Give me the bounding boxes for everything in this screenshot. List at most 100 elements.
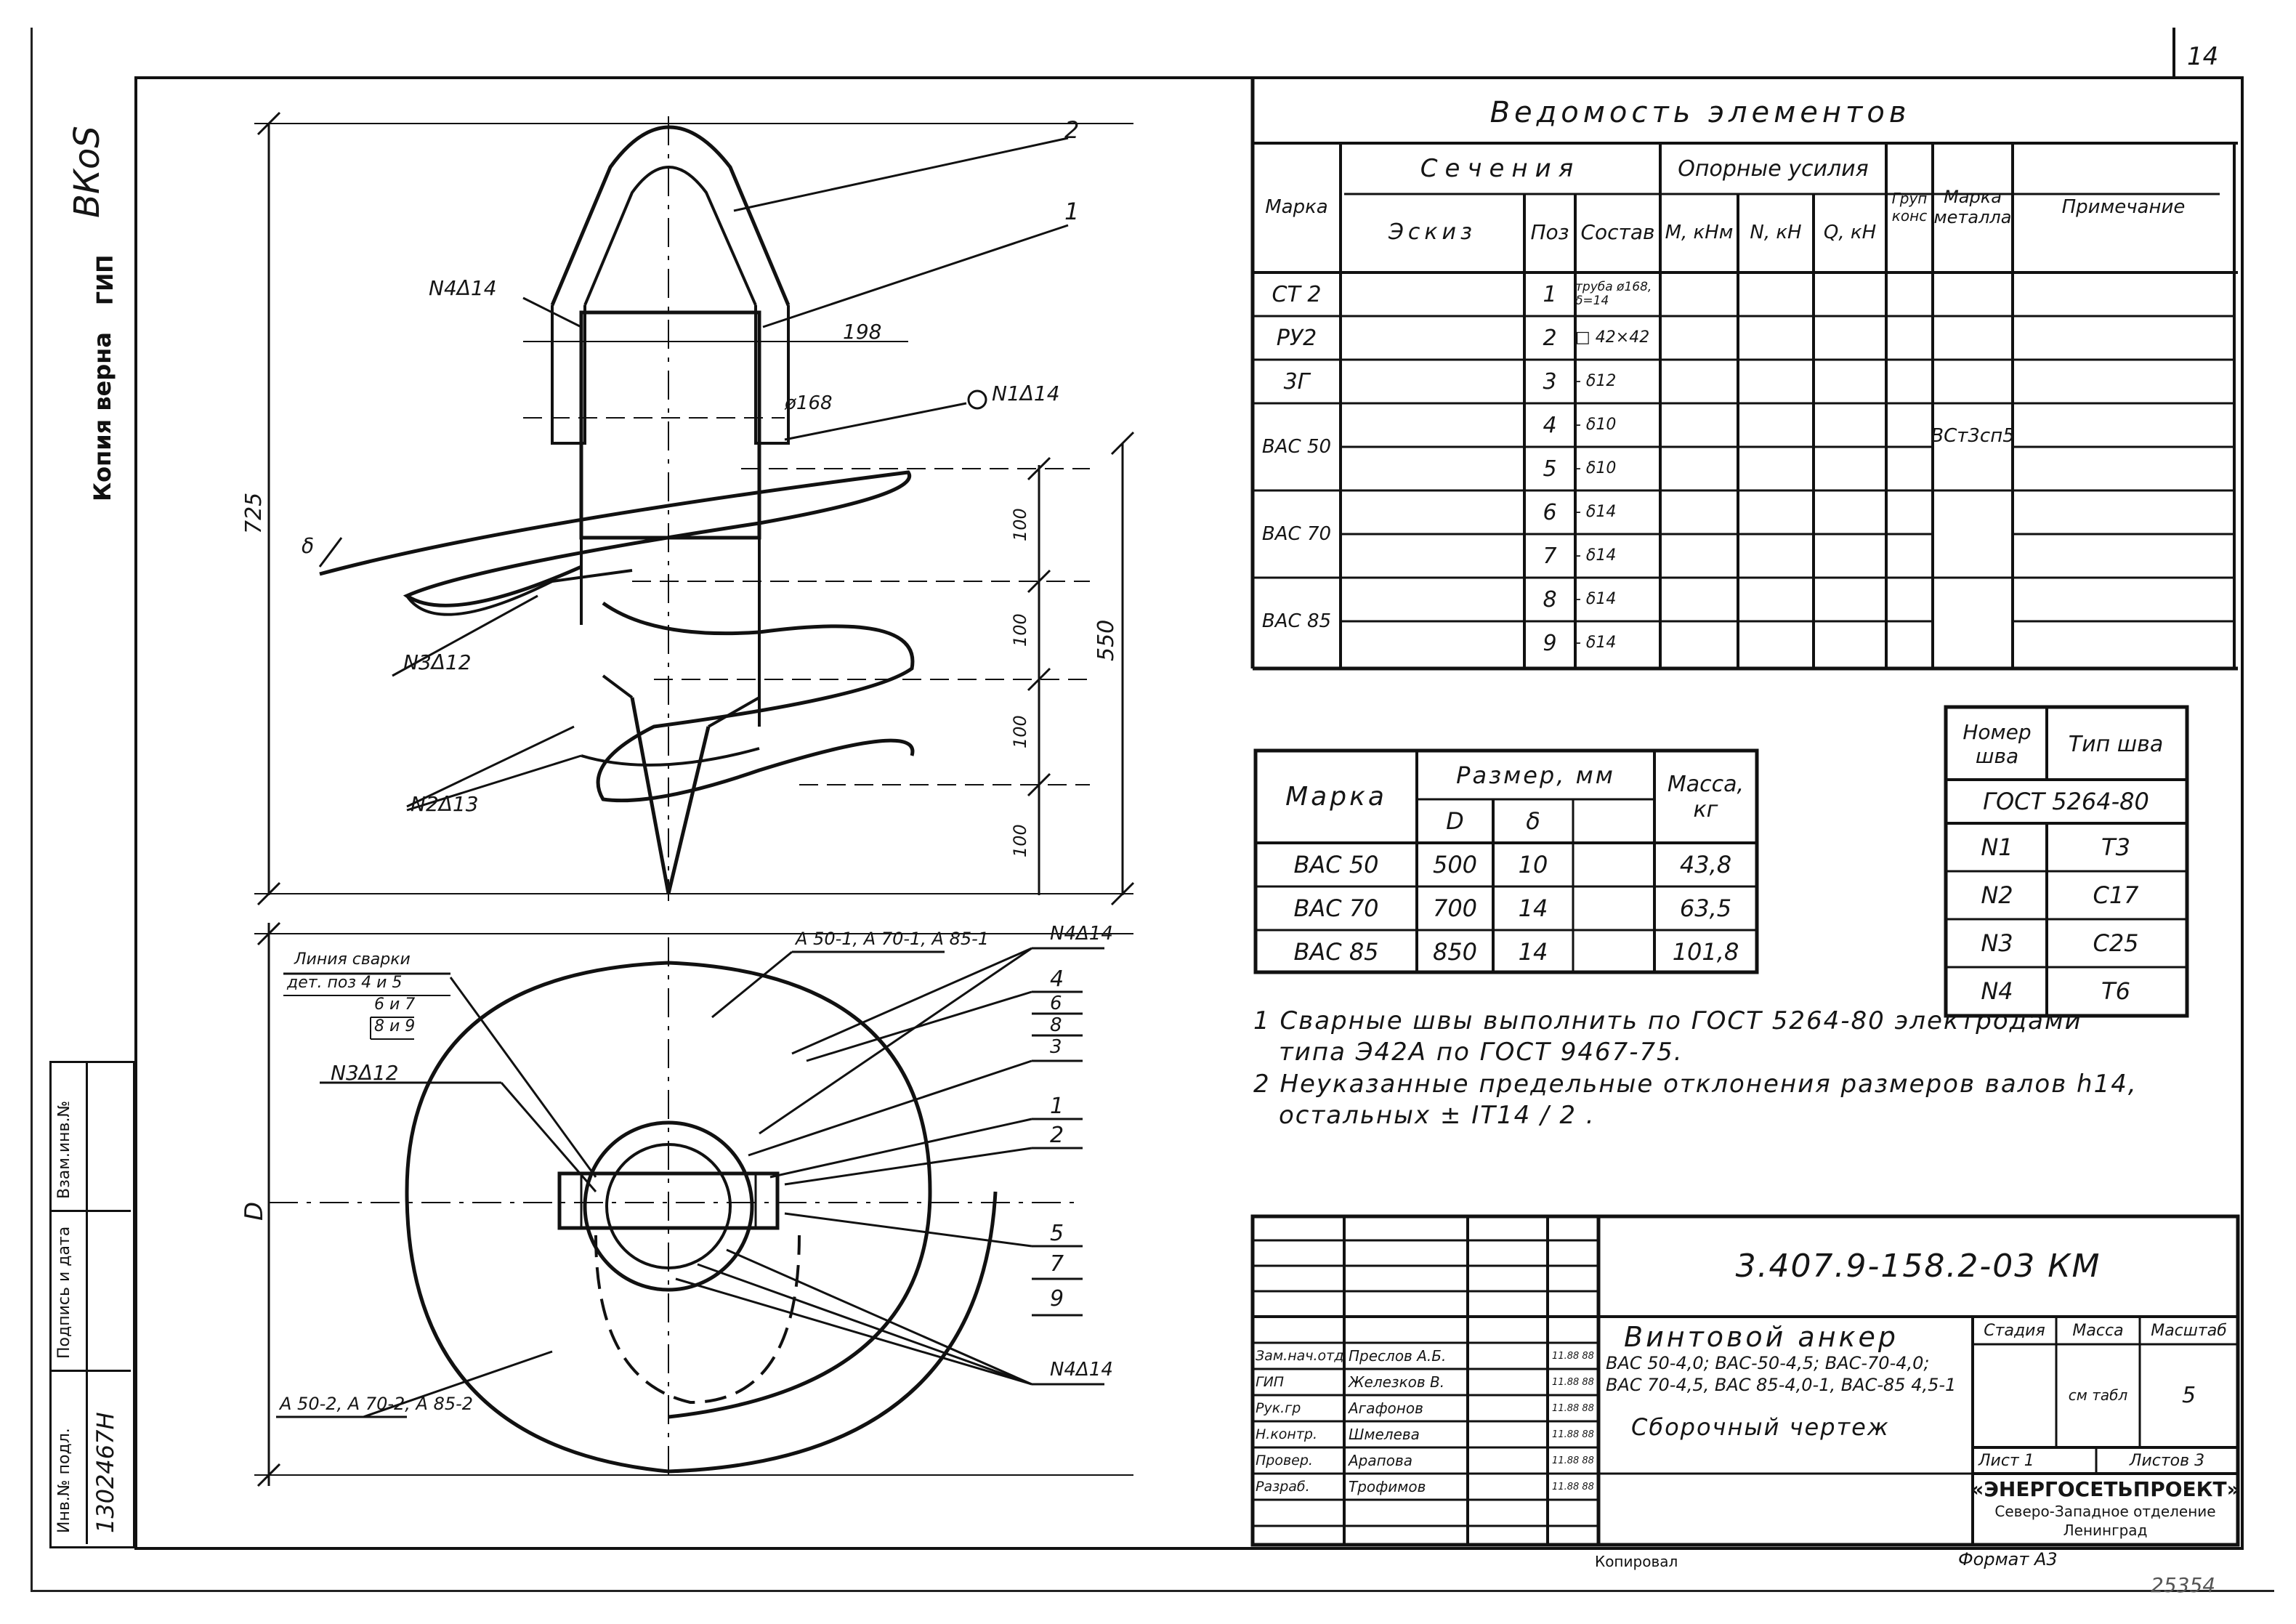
title-variants-1: ВАС 50-4,0; ВАС-50-4,5; ВАС-70-4,0;: [1606, 1353, 1930, 1373]
signer-date: 11.88 88: [1552, 1429, 1594, 1440]
element-row-pos: 2: [1543, 325, 1557, 351]
format-label: Формат А3: [1958, 1549, 2058, 1570]
element-row-pos: 9: [1543, 630, 1557, 656]
col-mark-header: Марка: [1265, 195, 1328, 218]
element-row-comp: - δ14: [1575, 502, 1617, 521]
element-row-comp: труба ø168, δ=14: [1575, 280, 1652, 308]
weld-col-type: Тип шва: [2068, 731, 2164, 757]
plan-pos-7: 7: [1050, 1251, 1064, 1277]
outer-border: [31, 28, 2274, 1592]
title-scale-value: 5: [2181, 1382, 2196, 1408]
size-row-mass: 101,8: [1672, 938, 1739, 966]
title-sheet: Лист 1: [1978, 1451, 2034, 1470]
col-note-header: Примечание: [2061, 195, 2186, 218]
weld-label-n1: N1Δ14: [992, 381, 1060, 405]
plan-pos-9: 9: [1050, 1286, 1064, 1312]
note-line-3: 2 Неуказанные предельные отклонения разм…: [1253, 1070, 2138, 1099]
title-block-grid: [1250, 1214, 2240, 1547]
plan-pos-8: 8: [1050, 1014, 1062, 1036]
note-line-4: остальных ± IT14 / 2 .: [1279, 1101, 1596, 1130]
assembly-drawing: [254, 111, 1135, 1487]
element-row-pos: 5: [1543, 456, 1557, 482]
signer-name: Трофимов: [1349, 1478, 1426, 1495]
dim-tube-dia: ø168: [785, 392, 833, 414]
mark-vas70: ВАС 70: [1261, 523, 1332, 545]
callout-2: 2: [1064, 116, 1080, 144]
col-comp-header: Состав: [1580, 220, 1655, 244]
col-pos-header: Поз: [1530, 220, 1569, 244]
copied-label: Копировал: [1595, 1553, 1678, 1570]
col-sections-header: Сечения: [1420, 154, 1581, 183]
weld-row-num: N1: [1981, 833, 2013, 861]
plan-pos-5: 5: [1050, 1221, 1064, 1246]
title-product: Винтовой анкер: [1624, 1321, 1899, 1353]
weld-row-num: N4: [1981, 977, 2013, 1005]
signer-date: 11.88 88: [1552, 1350, 1594, 1362]
welding-line-parts: дет. поз 4 и 5: [287, 974, 403, 992]
weld-row-type: С25: [2093, 929, 2139, 957]
dim-100-b: 100: [1010, 613, 1030, 647]
col-steel-header: Марка металла: [1933, 186, 2012, 227]
element-row-comp: □ 42×42: [1575, 328, 1650, 347]
welding-line-label: Линия сварки: [294, 950, 411, 969]
weld-table-grid: [1944, 705, 2189, 1018]
weld-row-type: Т6: [2101, 977, 2130, 1005]
weld-label-n3: N3Δ12: [403, 650, 472, 674]
signer-role: Рук.гр: [1256, 1400, 1301, 1416]
weld-row-num: N3: [1981, 929, 2013, 957]
col-m-header: M, кНм: [1665, 221, 1734, 243]
weld-label-n2: N2Δ13: [411, 792, 479, 816]
dim-overall-725: 725: [241, 492, 267, 534]
plan-weld-n4-top: N4Δ14: [1050, 923, 1113, 945]
left-stamp: [49, 1061, 135, 1548]
title-variants-2: ВАС 70-4,5, ВАС 85-4,0-1, ВАС-85 4,5-1: [1606, 1375, 1957, 1395]
title-mass-value: см табл: [2068, 1386, 2128, 1404]
plan-bottom-callout: А 50-2, А 70-2, А 85-2: [280, 1394, 474, 1414]
weld-gost: ГОСТ 5264-80: [1983, 788, 2149, 815]
title-org: «ЭНЕРГОСЕТЬПРОЕКТ»: [1970, 1476, 2240, 1501]
dim-100-c: 100: [1010, 715, 1030, 748]
size-row-d: 700: [1432, 894, 1478, 922]
signer-name: Преслов А.Б.: [1349, 1347, 1447, 1365]
col-forces-header: Опорные усилия: [1678, 155, 1869, 182]
signer-date: 11.88 88: [1552, 1481, 1594, 1492]
weld-row-num: N2: [1981, 881, 2013, 909]
element-row-pos: 4: [1543, 412, 1557, 438]
dim-100-a: 100: [1010, 508, 1030, 541]
weld-pair-6-7: 6 и 7: [374, 995, 416, 1014]
size-row-delta: 10: [1518, 851, 1548, 878]
plan-dim-d: D: [240, 1201, 269, 1221]
size-row-mark: ВАС 50: [1293, 851, 1379, 878]
signer-role: ГИП: [1256, 1374, 1285, 1390]
element-row-pos: 7: [1543, 543, 1557, 569]
mark-ru2: РУ2: [1276, 325, 1317, 351]
signer-date: 11.88 88: [1552, 1402, 1594, 1414]
title-code: 3.407.9-158.2-03 КМ: [1735, 1248, 2101, 1285]
title-sheets: Листов 3: [2129, 1451, 2205, 1470]
col-n-header: N, кН: [1750, 221, 1802, 243]
signer-role: Зам.нач.отд: [1256, 1348, 1344, 1364]
size-row-d: 850: [1432, 938, 1478, 966]
size-row-delta: 14: [1518, 938, 1548, 966]
element-row-comp: - δ14: [1575, 589, 1617, 608]
drawing-frame: [134, 76, 2244, 1550]
size-row-delta: 14: [1518, 894, 1548, 922]
weld-col-num: Номер шва: [1962, 720, 2032, 768]
element-row-pos: 1: [1543, 281, 1557, 307]
dim-550: 550: [1094, 619, 1119, 661]
element-row-pos: 8: [1543, 586, 1557, 613]
title-drawing-type: Сборочный чертеж: [1631, 1413, 1890, 1441]
title-org-sub: Северо-Западное отделение: [1994, 1503, 2216, 1520]
size-col-mass: Масса, кг: [1667, 771, 1745, 823]
size-row-mark: ВАС 85: [1293, 938, 1379, 966]
mark-vas50: ВАС 50: [1261, 436, 1332, 458]
elements-table-title: Ведомость элементов: [1489, 96, 1911, 129]
plan-weld-n4-bottom: N4Δ14: [1050, 1359, 1113, 1381]
col-q-header: Q, кН: [1823, 221, 1877, 243]
col-sketch-header: Эскиз: [1388, 219, 1476, 245]
element-row-comp: - δ14: [1575, 633, 1617, 652]
sheet-number: 14: [2187, 42, 2219, 71]
weld-row-type: С17: [2093, 881, 2139, 909]
weld-row-type: Т3: [2101, 833, 2130, 861]
size-col-d: D: [1446, 807, 1464, 835]
